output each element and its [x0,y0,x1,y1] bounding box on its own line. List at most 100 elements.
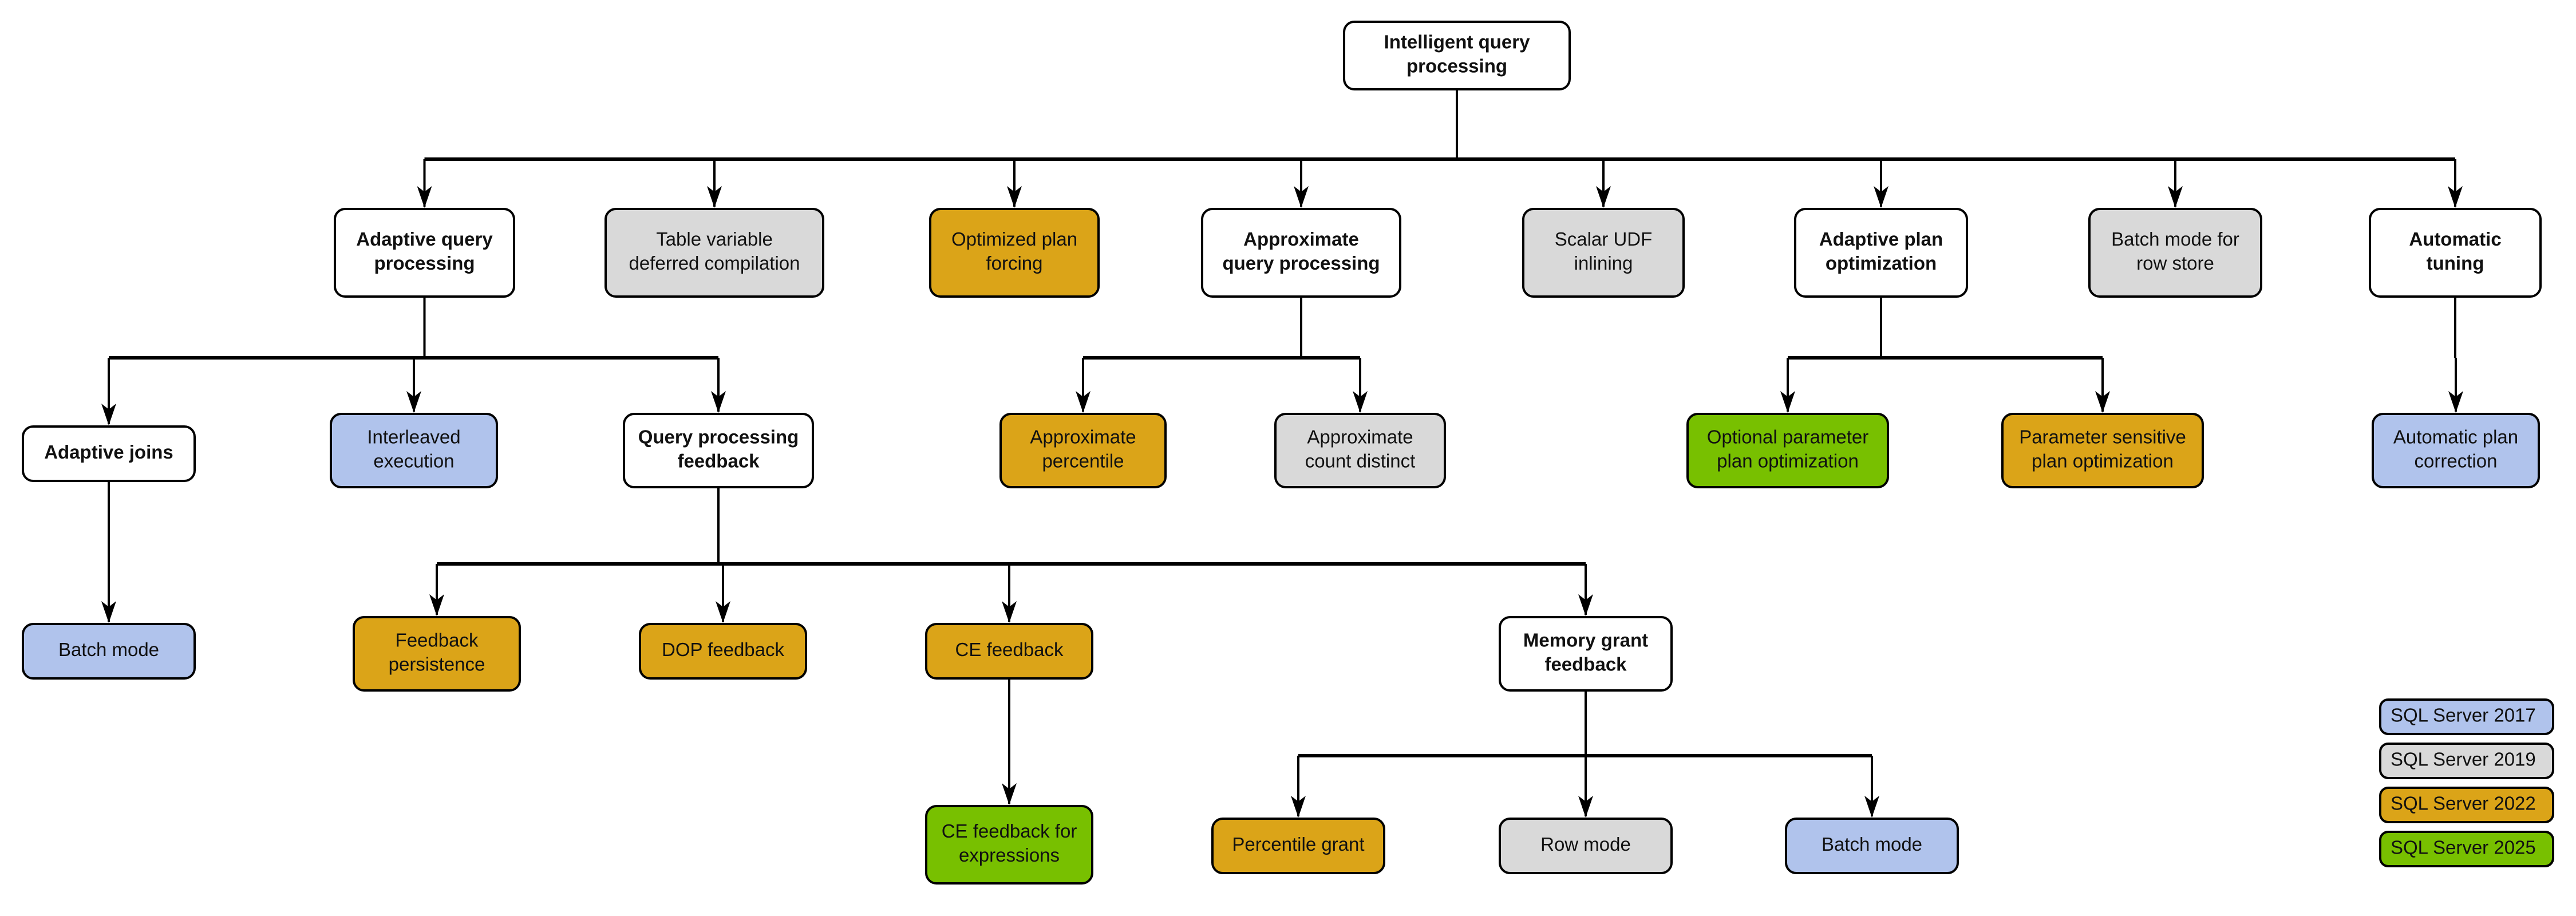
node-label: forcing [986,252,1042,274]
node-label: correction [2415,451,2498,472]
edge-group-auto-tuning [2448,297,2463,413]
node-box[interactable] [1274,413,1446,488]
edge-group-adaptive-plan-opt [1780,297,2110,413]
node-box[interactable] [1201,208,1401,298]
node-percentile-grant[interactable]: Percentile grant [1211,818,1385,874]
node-label: Batch mode for [2111,228,2239,250]
node-box[interactable] [605,208,824,298]
node-label: CE feedback [955,639,1064,660]
node-box[interactable] [623,413,814,488]
edge-arrowhead [2095,391,2110,413]
node-label: optimization [1826,252,1937,274]
node-box[interactable] [22,425,196,482]
node-label: Batch mode [1822,834,1922,855]
node-label: Intelligent query [1384,31,1531,53]
node-box[interactable] [22,623,196,680]
node-label: persistence [389,654,485,675]
node-batch-mode-memory-grant[interactable]: Batch mode [1785,818,1959,874]
node-box[interactable] [1785,818,1959,874]
node-box[interactable] [330,413,498,488]
edge-arrowhead [711,391,726,413]
edge-arrowhead [2448,391,2463,413]
node-approximate-percentile[interactable]: Approximate percentile [999,413,1167,488]
node-label: Percentile grant [1232,834,1364,855]
edge-group-adaptive-joins [101,481,116,623]
node-label: percentile [1042,451,1124,472]
node-label: Adaptive joins [44,441,173,463]
edge-arrowhead [2448,186,2463,208]
node-label: Approximate [1030,427,1136,448]
node-box[interactable] [925,623,1093,680]
node-label: Feedback [396,630,479,651]
node-box[interactable] [1499,818,1673,874]
legend-swatch [2379,743,2554,779]
edge-group-memory-grant [1291,690,1879,818]
legend-swatch [2379,831,2554,867]
node-box[interactable] [1499,616,1673,692]
node-box[interactable] [999,413,1167,488]
node-box[interactable] [2372,413,2540,488]
node-intelligent-query-processing[interactable]: Intelligent query processing [1343,21,1571,90]
node-label: Row mode [1540,834,1631,855]
legend-label: SQL Server 2025 [2391,837,2536,858]
node-box[interactable] [1343,21,1571,90]
edge-group-approx-qp [1076,297,1368,413]
node-box[interactable] [2001,413,2204,488]
edge-arrowhead [1864,796,1879,818]
edge-arrowhead [1002,783,1017,805]
edge-group-root [417,89,2463,208]
node-box[interactable] [2088,208,2262,298]
node-box[interactable] [1522,208,1685,298]
node-label: Table variable [656,228,773,250]
node-row-mode[interactable]: Row mode [1499,818,1673,874]
node-label: feedback [677,451,760,472]
node-ce-feedback[interactable]: CE feedback [925,623,1093,680]
node-batch-mode-adaptive-joins[interactable]: Batch mode [22,623,196,680]
node-label: Approximate [1307,427,1413,448]
node-adaptive-joins[interactable]: Adaptive joins [22,425,196,482]
node-box[interactable] [1211,818,1385,874]
node-box[interactable] [353,616,521,692]
node-label: Adaptive plan [1819,228,1943,250]
node-box[interactable] [334,208,515,298]
legend-item-sql-server-2017: SQL Server 2017 [2379,698,2554,735]
node-label: processing [1406,56,1507,77]
node-box[interactable] [1794,208,1968,298]
node-label: row store [2136,252,2214,274]
node-dop-feedback[interactable]: DOP feedback [639,623,807,680]
legend-label: SQL Server 2019 [2391,749,2536,770]
edge-arrowhead [1002,601,1017,623]
edge-arrowhead [406,391,421,413]
node-box[interactable] [1686,413,1889,488]
node-box[interactable] [929,208,1100,298]
node-box[interactable] [2369,208,2542,298]
legend-item-sql-server-2025: SQL Server 2025 [2379,831,2554,867]
edge-arrowhead [429,594,444,616]
node-label: Adaptive query [356,228,493,250]
node-feedback-persistence[interactable]: Feedback persistence [353,616,521,692]
edge-arrowhead [1578,594,1593,616]
node-box[interactable] [925,805,1093,885]
edge-arrowhead [1291,796,1306,818]
node-box[interactable] [639,623,807,680]
node-label: DOP feedback [662,639,785,660]
edge-arrowhead [2168,186,2183,208]
node-label: inlining [1574,252,1633,274]
